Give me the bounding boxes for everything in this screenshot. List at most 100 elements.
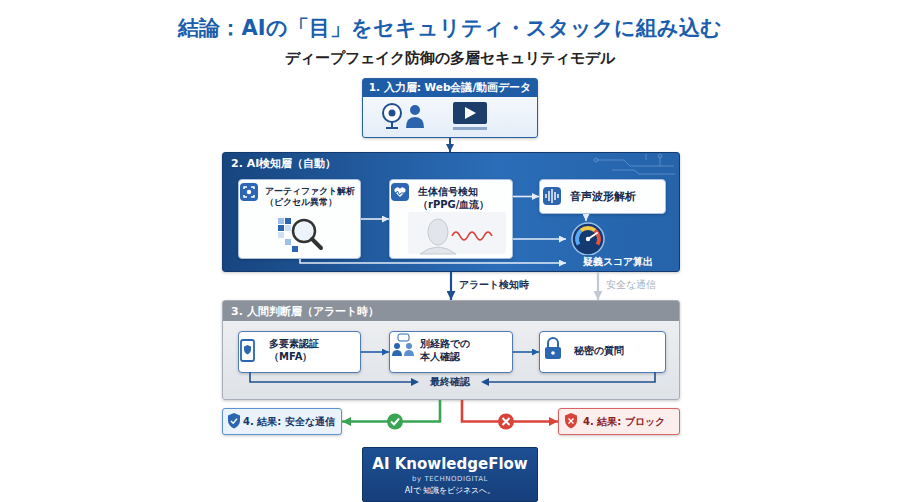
vital-icon	[393, 191, 406, 195]
brand-byline: by TECHNODIGITAL	[363, 475, 537, 484]
layer-heading: 2. AI検知層（自動）	[231, 157, 531, 171]
edge-label: アラート検知時	[459, 279, 579, 292]
gauge-segment	[594, 229, 601, 246]
score-label: 疑義スコア算出	[566, 256, 670, 269]
video-icon	[465, 107, 476, 119]
scan-icon	[244, 187, 254, 197]
connector-arrow	[342, 400, 440, 422]
connector-arrow	[513, 196, 539, 198]
process-label: 別経路での本人確認	[420, 338, 476, 363]
layer-heading: 3. 人間判断層（アラート時）	[231, 305, 531, 319]
result-label: 4. 結果: ブロック	[583, 416, 679, 429]
process-label: 音声波形解析	[570, 190, 664, 203]
edge-label: 安全な通信	[606, 279, 726, 292]
connector-arrow	[585, 214, 587, 221]
video-icon	[453, 102, 487, 124]
ok-icon	[387, 414, 403, 430]
brand-box: AI KnowledgeFlowby TECHNODIGITALAIで 知識をビ…	[362, 447, 538, 502]
lock-icon	[545, 347, 561, 359]
connector-arrow	[513, 351, 539, 353]
ng-icon	[498, 414, 514, 430]
process-label: アーティファクト解析（ピクセル異常）	[265, 186, 359, 209]
gauge-hub	[586, 237, 590, 241]
connector-arrow	[450, 272, 452, 300]
audio-icon	[543, 187, 561, 205]
merge-arrowheads	[411, 378, 489, 386]
ok-icon	[387, 414, 403, 430]
process-label: 生体信号検知（rPPG/血流）	[418, 186, 510, 211]
input-layer-box: 1. 入力層: Web会議/動画データ	[362, 78, 538, 138]
magnifier-icon	[293, 220, 315, 242]
webcam-icon	[389, 110, 396, 117]
ok-icon	[391, 419, 399, 425]
pixel-grid	[278, 232, 284, 238]
audio-icon	[546, 189, 558, 203]
merge-lines	[488, 372, 655, 382]
lock-icon	[551, 351, 555, 355]
circuit-pattern	[596, 160, 674, 166]
score-gauge	[568, 221, 608, 255]
vital-icon	[395, 187, 406, 197]
block-shield-icon	[569, 419, 574, 424]
pixel-grid	[278, 218, 284, 224]
face-illustration	[408, 212, 506, 254]
magnifier-icon	[312, 239, 321, 248]
webcam-icon	[383, 104, 401, 128]
connector-arrow	[597, 272, 599, 300]
lock-icon	[548, 338, 558, 347]
circuit-pattern	[612, 170, 675, 174]
face-illustration	[452, 232, 492, 240]
connector-arrow	[462, 400, 558, 422]
brand-name: AI KnowledgeFlow	[363, 455, 537, 474]
process-box: 音声波形解析	[539, 179, 666, 214]
pixel-grid	[285, 239, 291, 245]
vital-icon	[391, 183, 409, 201]
pixel-grid	[285, 218, 291, 224]
phone-icon	[241, 340, 254, 361]
person-icon	[410, 105, 420, 115]
video-icon	[453, 127, 487, 130]
audio-icon	[543, 187, 561, 205]
phone-icon	[244, 345, 251, 354]
diagram-title: 結論：AIの「目」をセキュリティ・スタックに組み込む	[0, 15, 900, 41]
circuit-pattern	[658, 154, 662, 158]
pixel-grid	[285, 225, 291, 231]
verify-icon	[404, 350, 414, 356]
webcam-icon	[383, 104, 401, 122]
verify-icon	[406, 343, 412, 349]
process-box: 秘密の質問	[539, 331, 666, 373]
scan-icon	[240, 183, 258, 201]
magnifier-icon	[293, 220, 321, 248]
lock-icon	[545, 338, 561, 359]
circuit-pattern	[646, 154, 660, 166]
verify-icon	[398, 334, 409, 341]
circuit-pattern	[594, 154, 675, 174]
layer-heading: 1. 入力層: Web会議/動画データ	[363, 81, 537, 94]
scan-icon	[247, 190, 251, 194]
merge-lines	[250, 372, 412, 382]
pixel-grid	[278, 218, 298, 252]
connector-arrow	[361, 351, 389, 353]
merge-arrowheads	[481, 378, 489, 386]
face-illustration	[428, 219, 448, 245]
safe-shield-icon	[231, 419, 237, 423]
phone-icon	[241, 340, 254, 361]
subtitle: ディープフェイク防御の多層セキュリティモデル	[0, 49, 900, 68]
process-label: 多要素認証（MFA）	[269, 338, 353, 363]
result-box: 4. 結果: ブロック	[558, 408, 680, 435]
connector-arrow	[361, 218, 389, 220]
process-box: アーティファクト解析（ピクセル異常）	[238, 179, 361, 259]
connector-arrow	[513, 238, 566, 240]
result-label: 4. 結果: 安全な通信	[243, 416, 341, 429]
merge-lines	[250, 372, 655, 382]
gauge-segment	[580, 226, 597, 232]
process-box: 生体信号検知（rPPG/血流）	[389, 179, 513, 259]
connector-arrow	[449, 138, 451, 152]
verify-icon	[392, 334, 414, 356]
ng-icon	[498, 414, 514, 430]
merge-arrowheads	[411, 378, 419, 386]
block-shield-icon	[565, 413, 577, 429]
verify-icon	[394, 343, 400, 349]
